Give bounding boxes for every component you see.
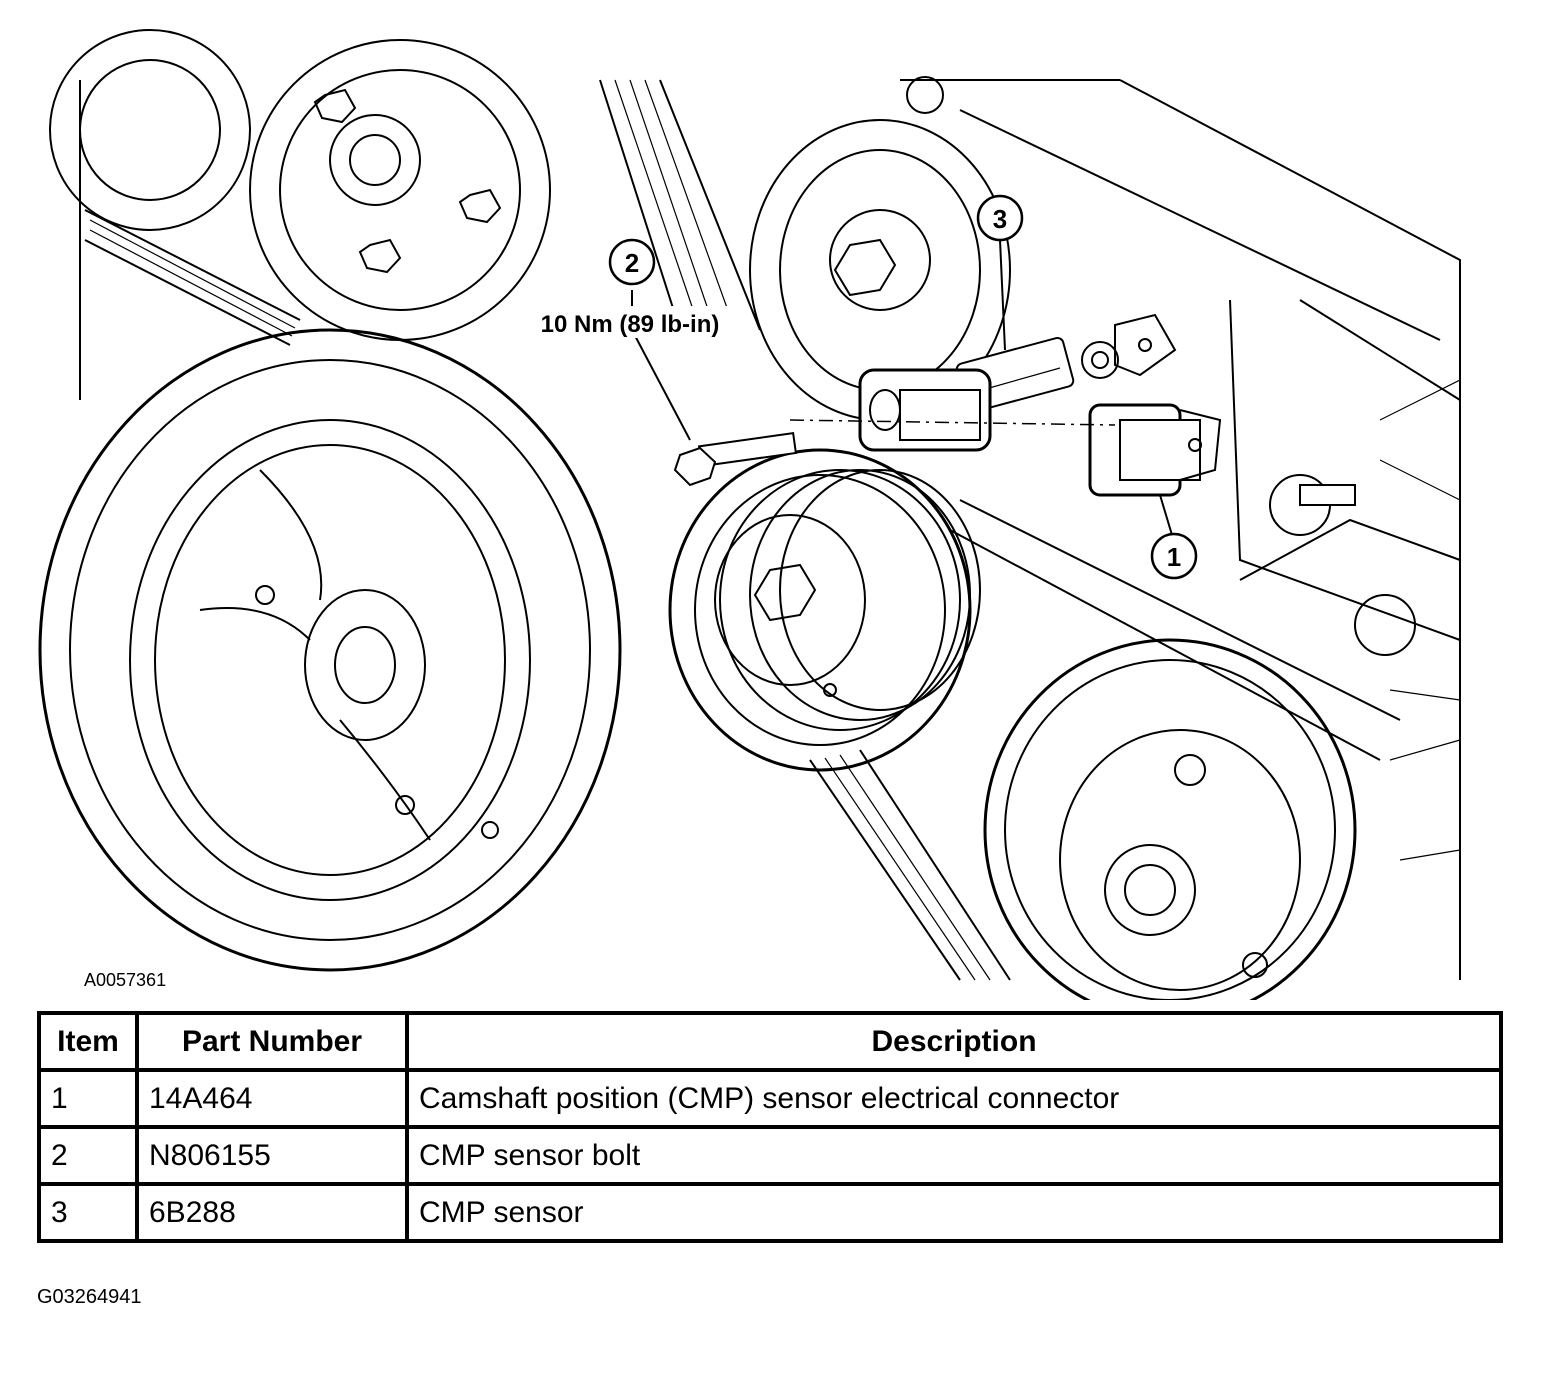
- torque-spec: 10 Nm (89 lb-in): [541, 311, 720, 338]
- table-id: G03264941: [37, 1286, 142, 1308]
- engine-front-drawing: 1 2 3 10 Nm (89 lb-in) A0057361: [38, 29, 1461, 1000]
- callout-2-label: 2: [625, 248, 639, 278]
- torque-label-bg: [520, 306, 742, 338]
- header-description: Description: [405, 1011, 1503, 1072]
- idler-pulley-upper-left: [49, 29, 251, 231]
- table-row: 1 14A464 Camshaft position (CMP) sensor …: [37, 1068, 1503, 1129]
- cell-item: 3: [37, 1182, 139, 1243]
- table-header-row: Item Part Number Description: [37, 1011, 1503, 1072]
- cell-item: 1: [37, 1068, 139, 1129]
- cmp-sensor-bolt: [673, 432, 798, 487]
- cell-part-number: 14A464: [135, 1068, 409, 1129]
- connector-alignment-line: [789, 419, 1116, 426]
- table-row: 2 N806155 CMP sensor bolt: [37, 1125, 1503, 1186]
- cmp-electrical-connector: [1088, 403, 1222, 497]
- leader-line-3: [999, 239, 1006, 351]
- header-part-number: Part Number: [135, 1011, 409, 1072]
- callout-2: 2: [608, 238, 656, 286]
- callout-3-label: 3: [993, 204, 1007, 234]
- cell-description: CMP sensor bolt: [405, 1125, 1503, 1186]
- header-item: Item: [37, 1011, 139, 1072]
- center-pulley: [668, 448, 981, 772]
- lower-right-pulley: [983, 638, 1357, 1000]
- cell-part-number: N806155: [135, 1125, 409, 1186]
- stud: [1269, 474, 1356, 536]
- cell-part-number: 6B288: [135, 1182, 409, 1243]
- parts-table: Item Part Number Description 1 14A464 Ca…: [37, 1011, 1503, 1243]
- cell-description: Camshaft position (CMP) sensor electrica…: [405, 1068, 1503, 1129]
- tensioner-pulley: [249, 39, 551, 341]
- callout-1: 1: [1150, 532, 1198, 580]
- table-row: 3 6B288 CMP sensor: [37, 1182, 1503, 1243]
- callout-1-label: 1: [1167, 542, 1181, 572]
- sensor-housing: [858, 368, 992, 452]
- figure-id: A0057361: [84, 970, 166, 990]
- crankshaft-pulley: [38, 328, 622, 972]
- callout-3: 3: [976, 194, 1024, 242]
- cell-description: CMP sensor: [405, 1182, 1503, 1243]
- drive-belt: [84, 79, 1401, 981]
- cell-item: 2: [37, 1125, 139, 1186]
- leader-line-1: [1159, 494, 1173, 536]
- engine-block-outline: [79, 76, 1461, 980]
